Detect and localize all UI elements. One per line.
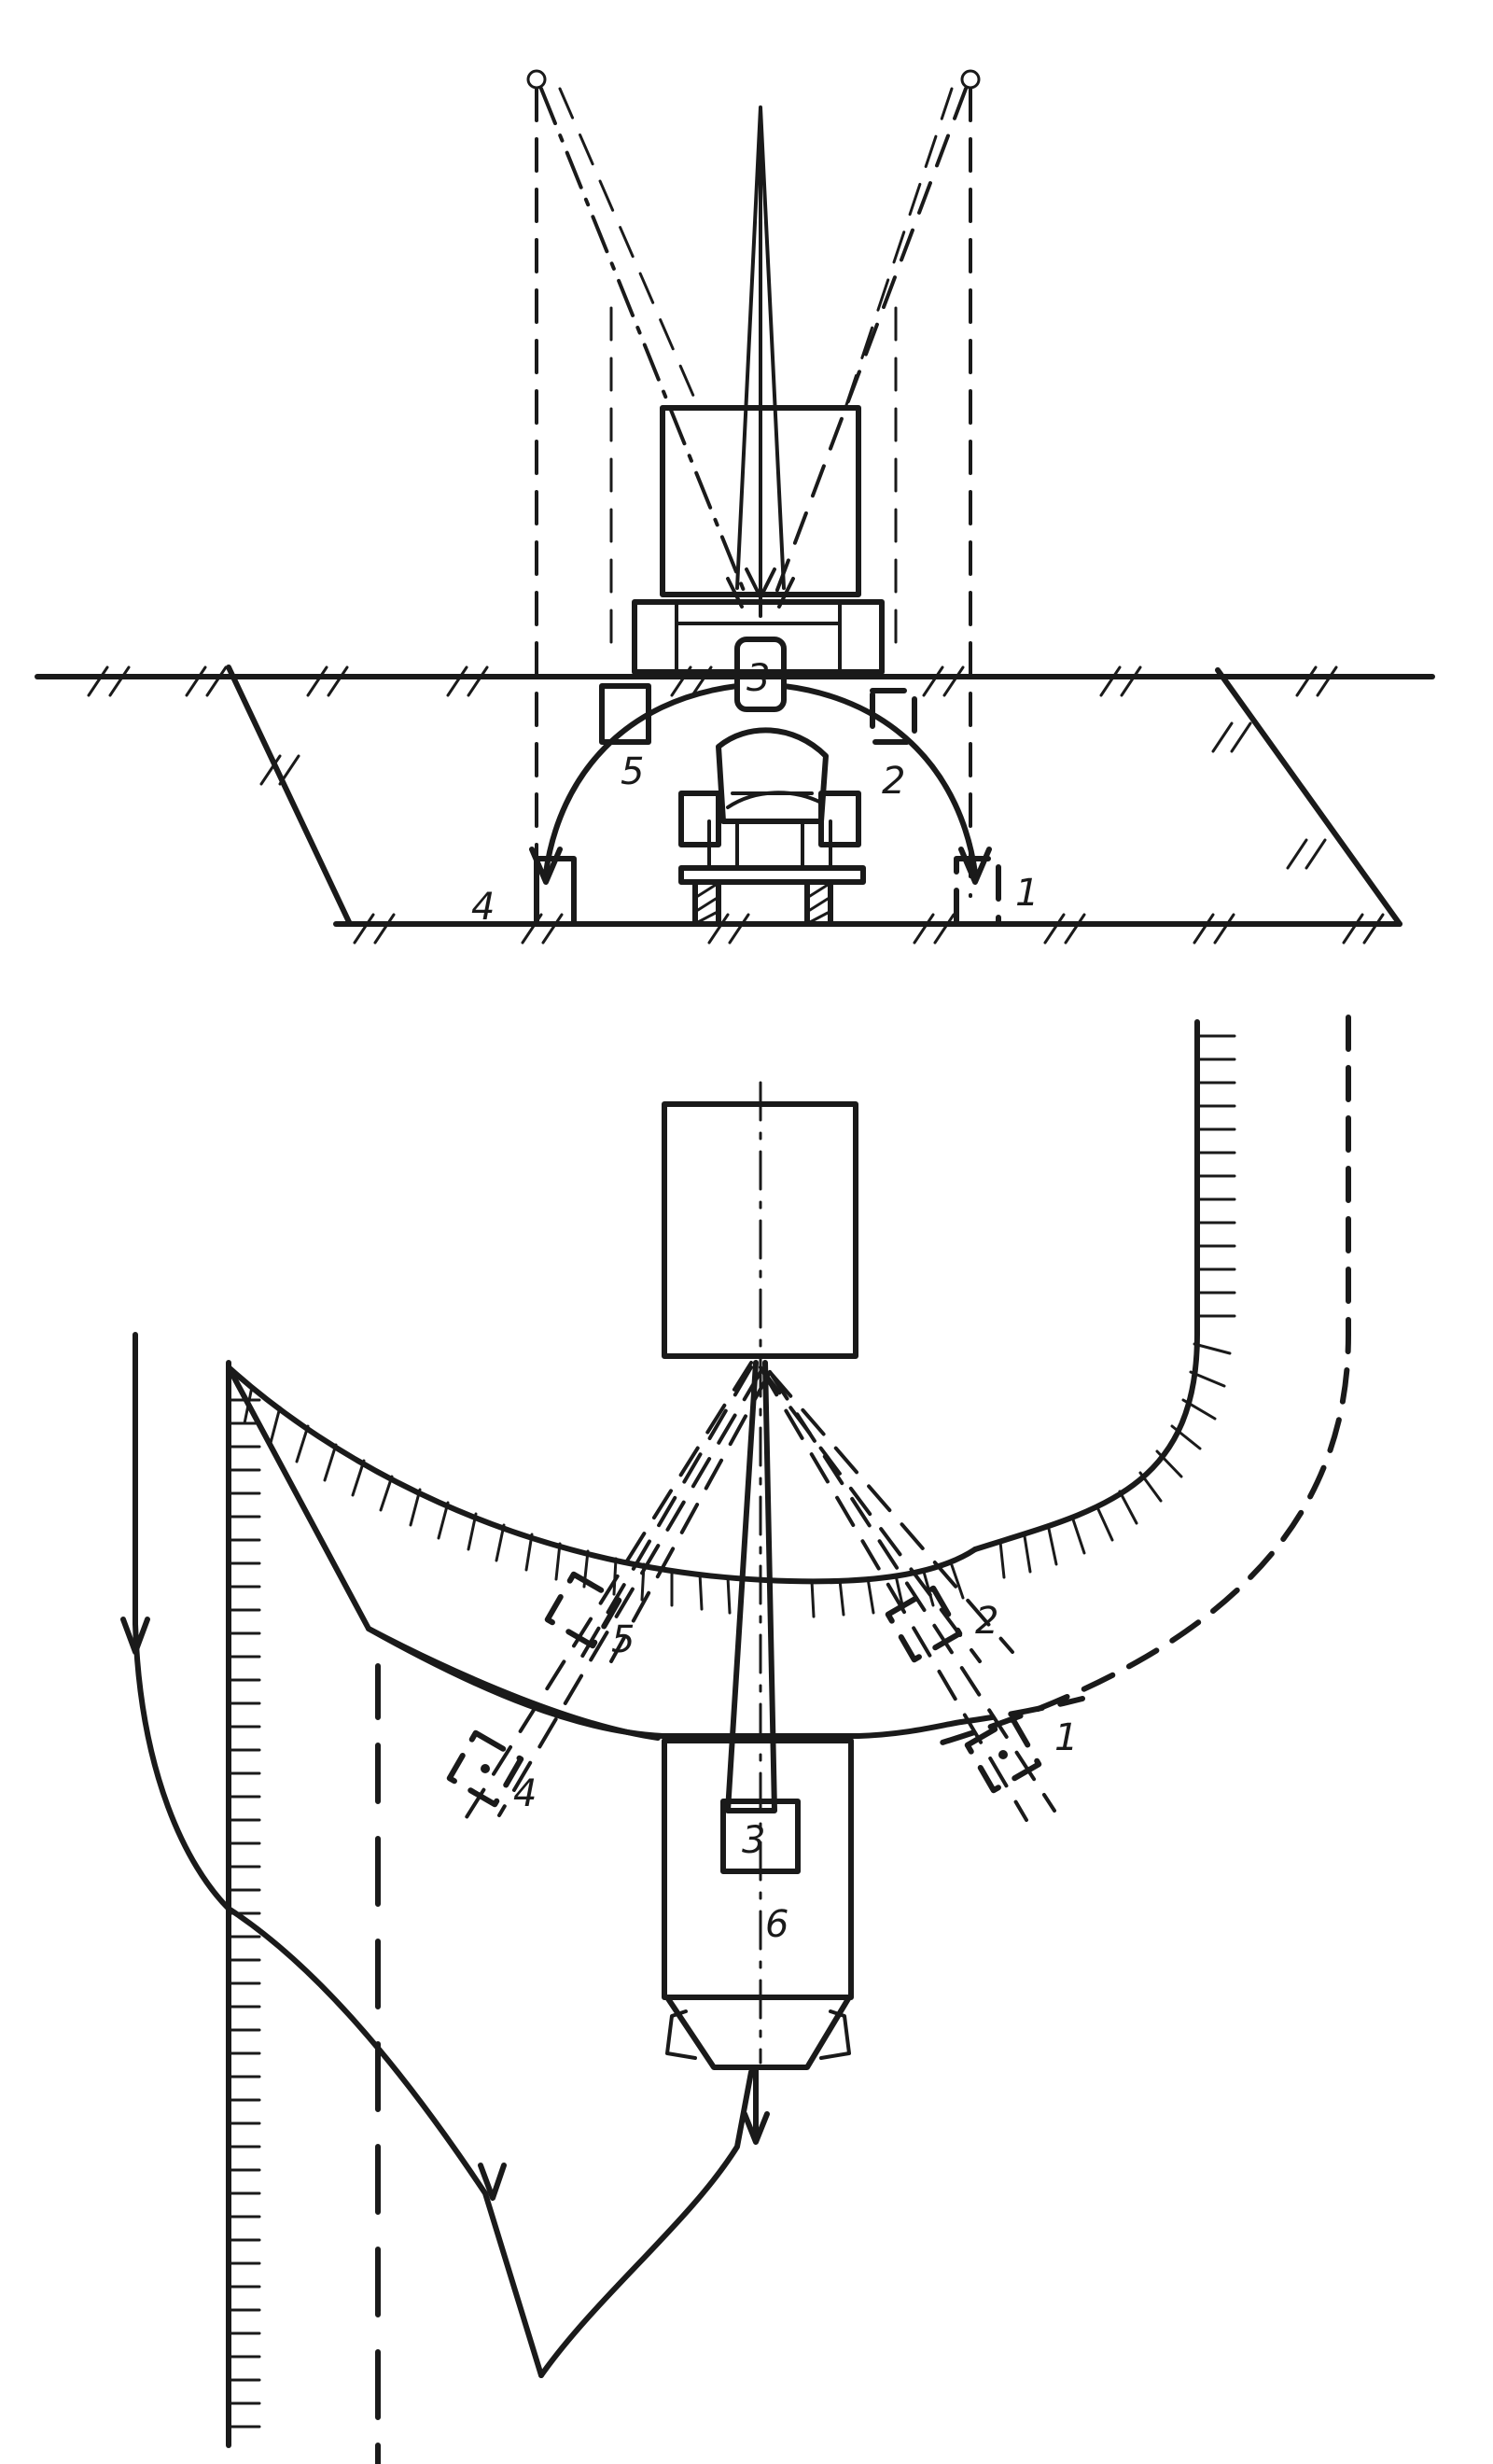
- section-view: 3 5 2 4 1: [35, 69, 1435, 945]
- beam-left-2: [572, 1365, 772, 1673]
- trench-outline: [226, 665, 1402, 927]
- sight-line-left: [539, 87, 748, 599]
- plan-hopper-side-left: [665, 2009, 697, 2060]
- sight-line-right-2: [843, 87, 954, 413]
- sight-line-left-2: [558, 87, 702, 413]
- label-pos-1-top: 1: [1015, 872, 1039, 915]
- label-pos-2-top: 2: [882, 760, 905, 803]
- curved-face-line: [226, 1365, 978, 1585]
- screen-box: [660, 405, 861, 597]
- plan-position-4-box: [446, 1729, 524, 1808]
- trench-machine: [678, 727, 866, 927]
- label-pos-1-plan: 1: [1054, 1716, 1078, 1759]
- label-pos-4-top: 4: [471, 886, 495, 929]
- central-beam: [725, 1360, 777, 1813]
- mast-point-right: [960, 69, 981, 90]
- left-diagonal-edge: [226, 1365, 661, 1741]
- label-pos-6-plan: 6: [765, 1903, 788, 1946]
- beam-left: [460, 1361, 762, 1827]
- rig-post-left: [633, 600, 678, 674]
- plan-position-1-box: [964, 1715, 1042, 1794]
- label-pos-5-plan: 5: [611, 1618, 635, 1661]
- position-5-box-top: [599, 683, 651, 745]
- mast-point-left: [526, 69, 547, 90]
- label-pos-3-top: 3: [746, 657, 770, 700]
- plan-hopper-side-right: [819, 2009, 851, 2060]
- label-pos-3-plan: 3: [742, 1819, 765, 1862]
- return-path: [538, 2069, 754, 2378]
- plan-view: 5 4 2 1 3 6: [120, 1015, 1351, 2464]
- plan-position-2-box: [885, 1585, 963, 1663]
- plan-position-3-box: [720, 1799, 801, 1874]
- position-4-box-top: [534, 856, 577, 927]
- position-3-block-top: [734, 637, 787, 712]
- position-2-box-top: [870, 688, 917, 745]
- sight-line-right: [773, 87, 968, 599]
- left-path-arrow: [120, 1617, 150, 1655]
- plan-hopper: [664, 1995, 852, 2070]
- rig-post-right: [838, 600, 884, 674]
- lower-arrow: [478, 2163, 507, 2201]
- right-wall-ticks: [998, 1034, 1236, 1579]
- plan-output-arrow: [742, 2065, 770, 2145]
- right-dashed-boundary: [930, 1015, 1351, 1748]
- central-ray-group: [735, 105, 786, 618]
- label-pos-5-top: 5: [621, 750, 644, 793]
- label-pos-4-plan: 4: [513, 1772, 537, 1815]
- label-pos-2-plan: 2: [975, 1600, 998, 1643]
- left-travel-path: [133, 1332, 544, 2378]
- right-wall-edge: [972, 1019, 1200, 1552]
- lower-face-curve-dashed: [958, 1696, 1085, 1725]
- lower-face-curve: [366, 1626, 964, 1739]
- ground-hatching: [87, 665, 1385, 945]
- plan-position-5-box: [544, 1571, 622, 1649]
- beam-right-2: [759, 1365, 1056, 1822]
- position-1-box-top: [954, 856, 1001, 927]
- movement-arc: [543, 683, 978, 875]
